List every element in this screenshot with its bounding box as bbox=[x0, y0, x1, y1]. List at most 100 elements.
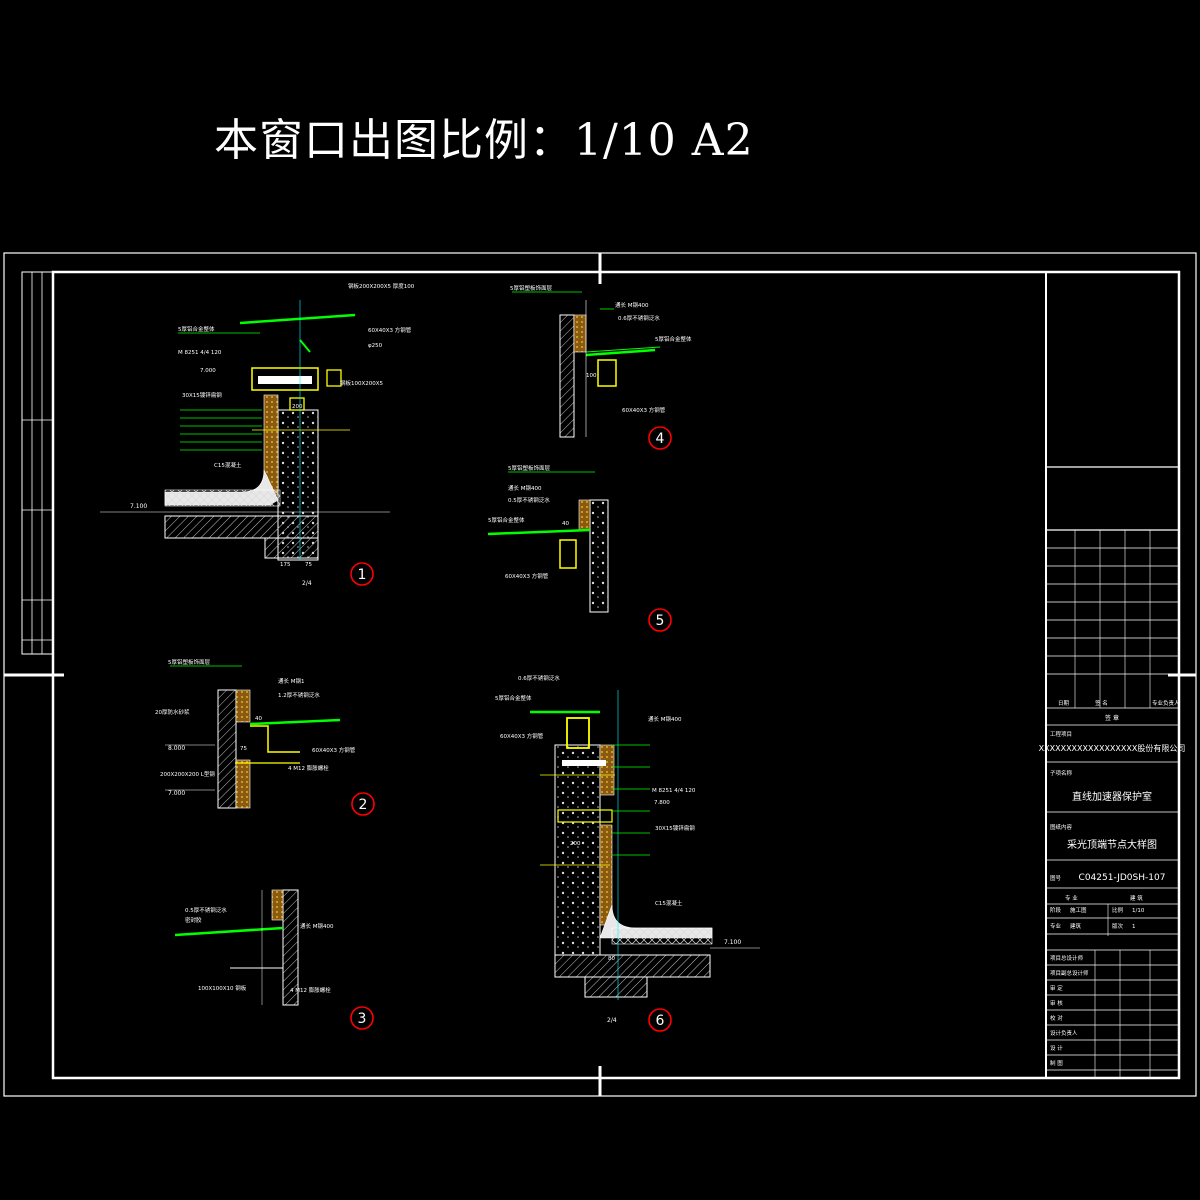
role-label: 设计负责人 bbox=[1050, 1029, 1078, 1037]
annotation-label: 7.000 bbox=[200, 368, 216, 374]
annotation-label: 1.2厚不锈钢泛水 bbox=[278, 691, 320, 699]
meta-value: 1 bbox=[1132, 924, 1136, 930]
sign-date: 日期 bbox=[1058, 700, 1070, 707]
detail-marker-circle bbox=[648, 608, 672, 632]
annotation-label: 60X40X3 方钢管 bbox=[500, 732, 544, 740]
annotation-label: 8.000 bbox=[168, 745, 185, 752]
annotation-label: 通长 M钢400 bbox=[300, 922, 334, 930]
insulation bbox=[271, 889, 284, 921]
cap-steel bbox=[251, 367, 319, 391]
wall bbox=[282, 889, 299, 1006]
tube-small bbox=[289, 397, 305, 411]
detail-number: 2 bbox=[359, 797, 368, 813]
project-label: 工程项目 bbox=[1050, 730, 1072, 738]
detail-3-marker: 3 bbox=[350, 1006, 374, 1030]
insulation bbox=[573, 314, 587, 353]
drawing-label: 图纸内容 bbox=[1050, 823, 1073, 831]
annotation-label: 7.000 bbox=[168, 790, 185, 797]
annotation-label: 通长 M钢400 bbox=[508, 484, 542, 492]
detail-number: 1 bbox=[358, 567, 367, 583]
annotation-label: 100X100X10 钢板 bbox=[198, 984, 247, 992]
annotation-label: φ250 bbox=[368, 343, 383, 349]
annotation-label: 5厚铝合金整体 bbox=[178, 325, 215, 333]
annotation-label: 通长 M钢400 bbox=[615, 301, 649, 309]
meta-value: 建筑 bbox=[1070, 922, 1082, 930]
annotation-label: 100 bbox=[586, 373, 597, 379]
annotation-label: 4 M12 膨胀螺栓 bbox=[290, 986, 331, 994]
title-block bbox=[1045, 272, 1179, 1078]
annotation-label: 175 bbox=[280, 562, 291, 568]
meta-label: 比例 bbox=[1112, 906, 1124, 914]
annotation-label: 5厚铝合金整体 bbox=[495, 694, 532, 702]
detail-marker-circle bbox=[648, 1008, 672, 1032]
detail-marker-circle bbox=[351, 792, 375, 816]
role-label: 设 计 bbox=[1050, 1044, 1063, 1052]
insulation-upper bbox=[599, 744, 615, 796]
page-title: 本窗口出图比例：1/10 A2 bbox=[214, 115, 754, 166]
annotation-label: 200X200X200 L型钢 bbox=[160, 770, 215, 778]
slab bbox=[554, 954, 711, 978]
insulation-lower bbox=[235, 759, 251, 809]
drawing-value: 采光顶端节点大样图 bbox=[1067, 838, 1157, 851]
detail-marker-circle bbox=[648, 426, 672, 450]
annotation-label: 0.5厚不锈钢泛水 bbox=[508, 496, 550, 504]
annotation-label: M 8251 4/4 120 bbox=[652, 788, 696, 794]
meta-label: 阶段 bbox=[1050, 906, 1062, 914]
annotation-label: 40 bbox=[562, 521, 569, 527]
annotation-label: C15混凝土 bbox=[655, 899, 683, 907]
annotation-label: 60X40X3 方钢管 bbox=[312, 746, 356, 754]
meta-value: 1/10 bbox=[1132, 908, 1145, 914]
cap-plate bbox=[258, 376, 312, 384]
tube-steel bbox=[326, 369, 342, 387]
annotation-label: 200 bbox=[292, 404, 303, 410]
wall-concrete bbox=[554, 744, 601, 956]
wall bbox=[559, 314, 575, 438]
annotation-label: 2/4 bbox=[607, 1017, 617, 1024]
annotation-label: 7.100 bbox=[130, 503, 147, 510]
annotation-label: 30X15镀锌扁钢 bbox=[655, 824, 695, 832]
annotation-label: M 8251 4/4 120 bbox=[178, 350, 222, 356]
detail-4-marker: 4 bbox=[648, 426, 672, 450]
role-label: 校 对 bbox=[1050, 1014, 1063, 1022]
detail-marker-circle bbox=[350, 562, 374, 586]
annotation-label: 7.100 bbox=[724, 939, 741, 946]
annotation-label: 0.6厚不锈钢泛水 bbox=[518, 674, 560, 682]
annotation-label: C15混凝土 bbox=[214, 461, 242, 469]
meta-value: 建 筑 bbox=[1130, 894, 1143, 902]
steel-tube bbox=[559, 539, 577, 569]
meta-label: 版次 bbox=[1112, 922, 1124, 930]
annotation-label: 通长 M钢1 bbox=[278, 677, 305, 685]
annotation-label: 60X40X3 方钢管 bbox=[368, 326, 412, 334]
sign-lead: 专业负责人 bbox=[1152, 699, 1180, 707]
annotation-label: 钢板200X200X5 厚度100 bbox=[348, 282, 415, 290]
detail-1-marker: 1 bbox=[350, 562, 374, 586]
role-label: 项目总设计师 bbox=[1050, 954, 1084, 962]
beam bbox=[264, 537, 319, 559]
annotation-label: 5厚铝塑板饰面层 bbox=[508, 464, 550, 472]
role-label: 项目副总设计师 bbox=[1050, 969, 1089, 977]
annotation-label: 2/4 bbox=[302, 580, 312, 587]
annotation-label: 60X40X3 方钢管 bbox=[622, 406, 666, 414]
annotation-label: 密封胶 bbox=[185, 916, 202, 924]
annotation-label: 5厚铝合金整体 bbox=[655, 335, 692, 343]
steel-tube bbox=[597, 359, 617, 387]
detail-number: 3 bbox=[358, 1011, 367, 1027]
meta-label: 专 业 bbox=[1065, 894, 1078, 902]
detail-number: 5 bbox=[656, 613, 665, 629]
annotation-label: 75 bbox=[305, 562, 312, 568]
annotation-label: 5厚铝塑板饰面层 bbox=[510, 284, 552, 292]
project-value: XXXXXXXXXXXXXXXXXX股份有限公司 bbox=[1039, 743, 1186, 753]
annotation-label: 5厚铝合金整体 bbox=[488, 516, 525, 524]
annotation-label: 5厚铝塑板饰面层 bbox=[168, 658, 210, 666]
annotation-label: 7.800 bbox=[654, 800, 670, 806]
plate-upper bbox=[562, 760, 606, 766]
detail-marker-circle bbox=[350, 1006, 374, 1030]
role-label: 审 核 bbox=[1050, 999, 1063, 1007]
sign-header: 签 章 bbox=[1105, 714, 1119, 722]
